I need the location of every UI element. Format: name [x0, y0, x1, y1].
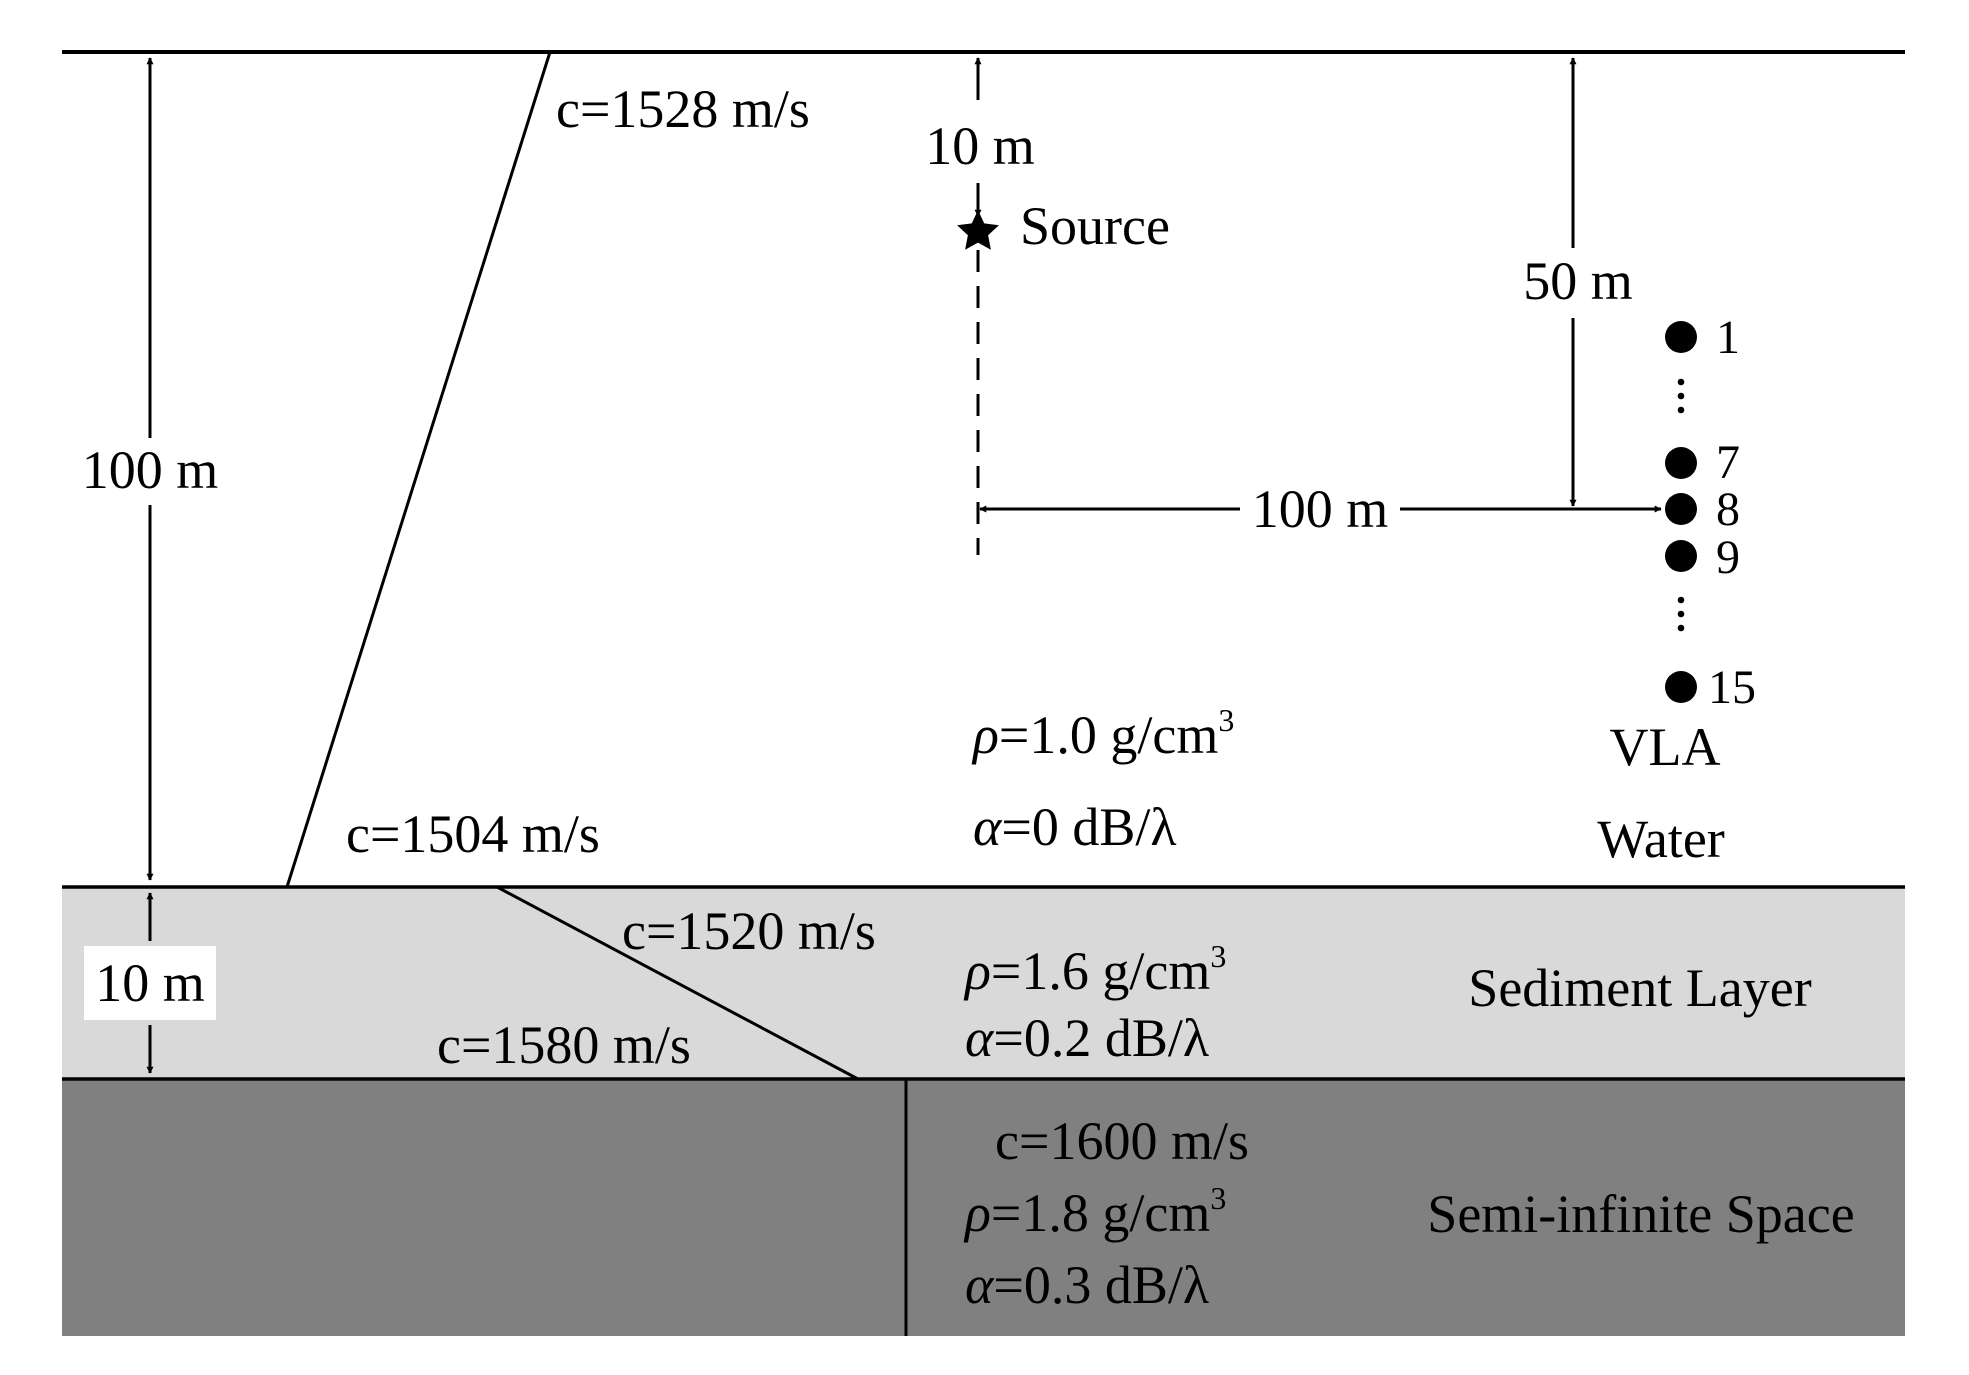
vla-element-15 — [1665, 671, 1697, 703]
sediment-thickness-label-bg — [84, 946, 216, 1020]
vla-element-9 — [1665, 540, 1697, 572]
semi-infinite-space — [62, 1079, 1905, 1336]
water-density-label: ρ=1.0 g/cm3 — [971, 702, 1234, 765]
vla-array: 1 7 8 9 15 — [1665, 311, 1756, 714]
halfspace-speed-label: c=1600 m/s — [995, 1111, 1249, 1171]
vla-ellipsis-dot — [1677, 610, 1685, 618]
sediment-layer — [62, 887, 1905, 1079]
water-speed-bottom-label: c=1504 m/s — [346, 804, 600, 864]
halfspace-attenuation-label: α=0.3 dB/λ — [965, 1255, 1209, 1315]
vla-element-label-15: 15 — [1708, 661, 1756, 714]
water-attenuation-label: α=0 dB/λ — [973, 797, 1177, 857]
vla-element-1 — [1665, 321, 1697, 353]
vla-ellipsis-dot — [1677, 406, 1685, 414]
water-label: Water — [1597, 809, 1725, 869]
range-label: 100 m — [1252, 479, 1389, 539]
vla-ellipsis-dot — [1677, 624, 1685, 632]
halfspace-density-label: ρ=1.8 g/cm3 — [963, 1180, 1226, 1243]
vla-element-label-7: 7 — [1716, 436, 1740, 489]
sediment-thickness-label: 10 m — [95, 953, 205, 1013]
water-speed-top-label: c=1528 m/s — [556, 79, 810, 139]
sediment-density-label: ρ=1.6 g/cm3 — [963, 938, 1226, 1001]
vla-ellipsis-dot — [1677, 392, 1685, 400]
source-depth-label: 10 m — [925, 116, 1035, 176]
sediment-speed-top-label: c=1520 m/s — [622, 901, 876, 961]
water-sound-speed-profile — [285, 51, 552, 888]
vla-label: VLA — [1610, 717, 1721, 777]
sediment-attenuation-label: α=0.2 dB/λ — [965, 1008, 1209, 1068]
water-depth-label: 100 m — [82, 440, 219, 500]
vla-element-7 — [1665, 447, 1697, 479]
vla-element-label-8: 8 — [1716, 483, 1740, 536]
vla-element-8 — [1665, 493, 1697, 525]
source-star-icon — [957, 210, 999, 250]
sediment-sound-speed-profile — [496, 885, 859, 1081]
source-label: Source — [1020, 196, 1170, 256]
sediment-speed-bottom-label: c=1580 m/s — [437, 1015, 691, 1075]
vla-ellipsis-dot — [1677, 596, 1685, 604]
halfspace-label: Semi-infinite Space — [1427, 1184, 1854, 1244]
receiver-depth-label: 50 m — [1523, 251, 1633, 311]
vla-element-label-1: 1 — [1716, 311, 1740, 364]
sediment-layer-label: Sediment Layer — [1468, 958, 1811, 1018]
vla-element-label-9: 9 — [1716, 531, 1740, 584]
vla-ellipsis-dot — [1677, 378, 1685, 386]
